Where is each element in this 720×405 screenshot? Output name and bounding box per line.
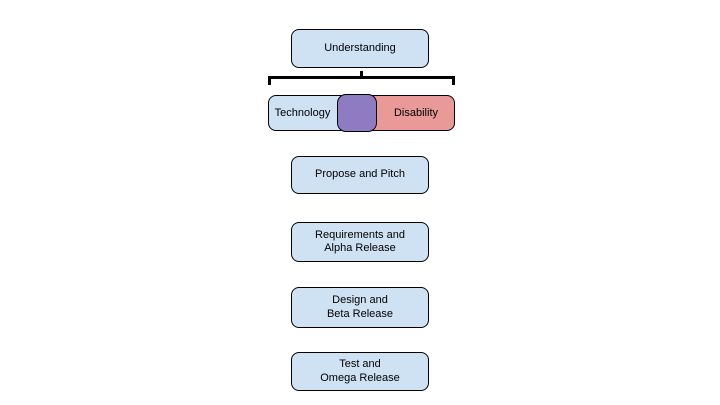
step-label-line: Propose and Pitch (315, 168, 405, 181)
step-propose-and-pitch-box: Propose and Pitch (291, 156, 429, 194)
step-test-omega-box: Test and Omega Release (291, 352, 429, 391)
bracket-connector-left-tick (268, 76, 271, 85)
step-label-line: Test and (339, 358, 381, 370)
step-label-line: Beta Release (326, 307, 394, 320)
bracket-connector-right-tick (452, 76, 455, 85)
bracket-connector-bar (268, 76, 455, 79)
understanding-label: Understanding (324, 41, 396, 54)
step-label-line: Requirements and (315, 228, 405, 241)
step-label-line: Omega Release (320, 371, 400, 384)
step-label-line: Alpha Release (324, 242, 396, 254)
technology-disability-row: Technology Disability (268, 94, 455, 132)
step-design-beta-box: Design and Beta Release (291, 287, 429, 328)
disability-label: Disability (393, 107, 438, 119)
understanding-box: Understanding (291, 29, 429, 68)
step-label-line: Design and (332, 294, 388, 306)
step-requirements-alpha-box: Requirements and Alpha Release (291, 222, 429, 262)
technology-label: Technology (274, 107, 331, 119)
overlap-purple-box (337, 94, 377, 132)
bracket-connector-center-tick (360, 71, 363, 77)
